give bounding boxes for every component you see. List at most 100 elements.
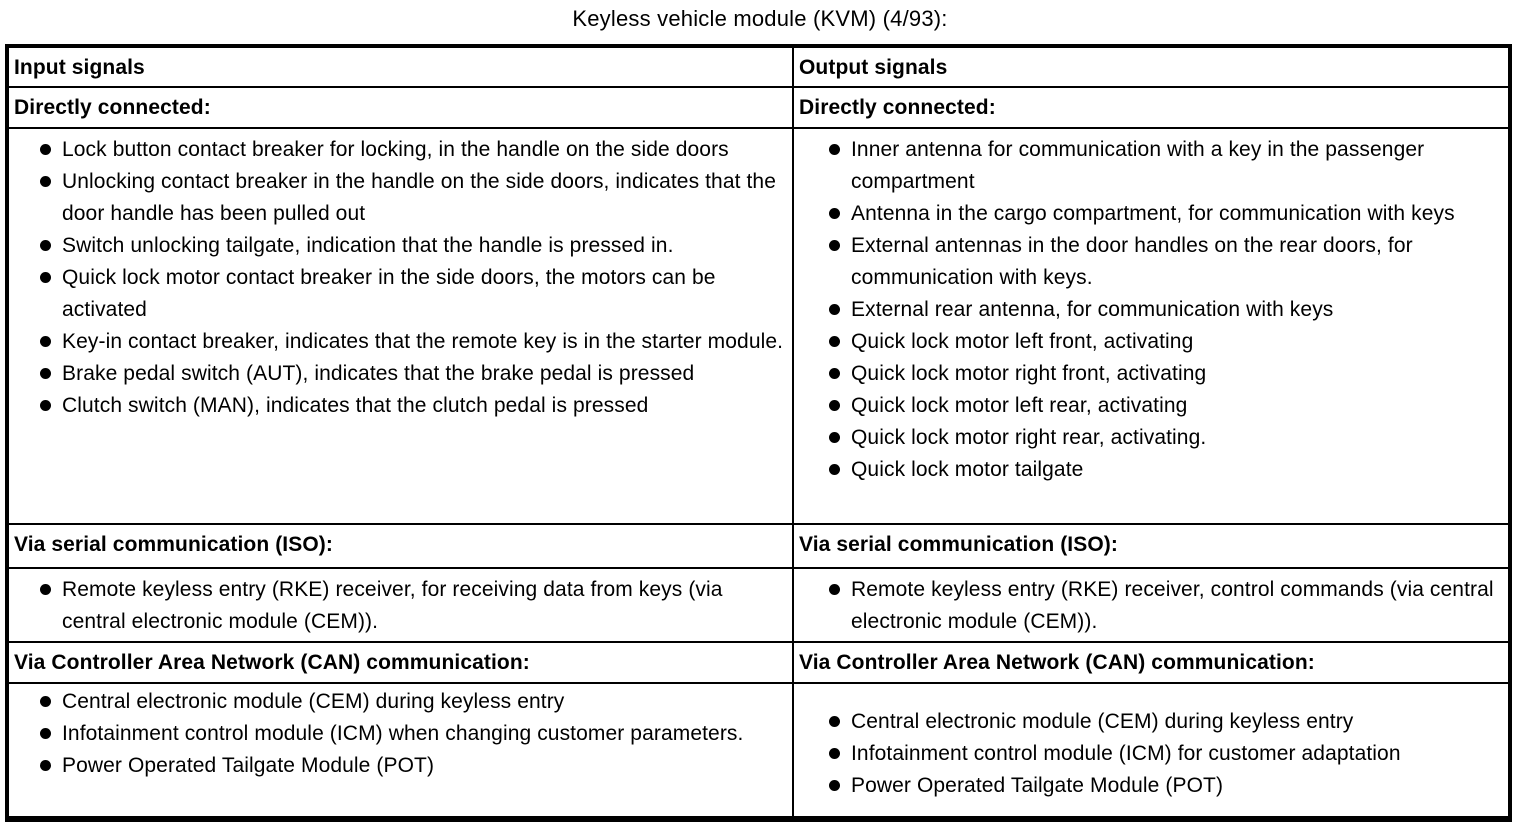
bullet-icon	[40, 144, 51, 155]
input-can-heading-cell: Via Controller Area Network (CAN) commun…	[9, 643, 794, 684]
input-signals-header-cell: Input signals	[9, 48, 794, 88]
list-item-text: Power Operated Tailgate Module (POT)	[62, 754, 435, 777]
list-item-text: Quick lock motor left rear, activating	[851, 394, 1188, 417]
list-item-text: Clutch switch (MAN), indicates that the …	[62, 394, 649, 417]
input-can-items-cell: Central electronic module (CEM) during k…	[9, 684, 794, 816]
bullet-icon	[829, 716, 840, 727]
list-item: Unlocking contact breaker in the handle …	[40, 166, 788, 230]
signals-table: Input signals Output signals Directly co…	[5, 44, 1512, 822]
list-item: Remote keyless entry (RKE) receiver, con…	[829, 574, 1506, 638]
list-item-text: Brake pedal switch (AUT), indicates that…	[62, 362, 695, 385]
output-signals-header-cell: Output signals	[794, 48, 1508, 88]
bullet-icon	[40, 336, 51, 347]
list-item-text: Inner antenna for communication with a k…	[851, 138, 1425, 193]
output-iso-items-cell: Remote keyless entry (RKE) receiver, con…	[794, 569, 1508, 643]
output-directly-connected-items-cell: Inner antenna for communication with a k…	[794, 129, 1508, 525]
list-item: Infotainment control module (ICM) for cu…	[829, 738, 1506, 770]
output-can-list: Central electronic module (CEM) during k…	[794, 684, 1508, 802]
list-item-text: Quick lock motor right rear, activating.	[851, 426, 1207, 449]
output-directly-connected-list: Inner antenna for communication with a k…	[794, 129, 1508, 486]
bullet-icon	[40, 176, 51, 187]
list-item-text: Central electronic module (CEM) during k…	[851, 710, 1354, 733]
bullet-icon	[829, 464, 840, 475]
bullet-icon	[829, 208, 840, 219]
list-item: Lock button contact breaker for locking,…	[40, 134, 788, 166]
bullet-icon	[829, 304, 840, 315]
list-item: External rear antenna, for communication…	[829, 294, 1506, 326]
list-item-text: Central electronic module (CEM) during k…	[62, 690, 565, 713]
list-item: External antennas in the door handles on…	[829, 230, 1506, 294]
output-signals-header-label: Output signals	[799, 56, 948, 79]
list-item-text: Key-in contact breaker, indicates that t…	[62, 330, 784, 353]
input-iso-heading: Via serial communication (ISO):	[14, 533, 333, 556]
output-iso-heading-cell: Via serial communication (ISO):	[794, 525, 1508, 569]
input-signals-header-label: Input signals	[14, 56, 145, 79]
list-item: Inner antenna for communication with a k…	[829, 134, 1506, 198]
list-item: Quick lock motor right front, activating	[829, 358, 1506, 390]
list-item: Remote keyless entry (RKE) receiver, for…	[40, 574, 788, 638]
bullet-icon	[829, 780, 840, 791]
list-item: Quick lock motor right rear, activating.	[829, 422, 1506, 454]
list-item-text: Remote keyless entry (RKE) receiver, con…	[851, 578, 1494, 633]
list-item: Quick lock motor contact breaker in the …	[40, 262, 788, 326]
output-directly-connected-heading: Directly connected:	[799, 96, 996, 119]
bullet-icon	[829, 584, 840, 595]
input-directly-connected-heading: Directly connected:	[14, 96, 211, 119]
list-item-text: External antennas in the door handles on…	[851, 234, 1413, 289]
input-directly-connected-heading-cell: Directly connected:	[9, 88, 794, 129]
list-item-text: Remote keyless entry (RKE) receiver, for…	[62, 578, 723, 633]
output-can-heading: Via Controller Area Network (CAN) commun…	[799, 651, 1315, 674]
input-iso-heading-cell: Via serial communication (ISO):	[9, 525, 794, 569]
input-directly-connected-items-cell: Lock button contact breaker for locking,…	[9, 129, 794, 525]
list-item-text: Power Operated Tailgate Module (POT)	[851, 774, 1224, 797]
list-item-text: Quick lock motor right front, activating	[851, 362, 1207, 385]
bullet-icon	[40, 368, 51, 379]
list-item-text: Lock button contact breaker for locking,…	[62, 138, 729, 161]
list-item: Quick lock motor left front, activating	[829, 326, 1506, 358]
bullet-icon	[829, 240, 840, 251]
bullet-icon	[829, 336, 840, 347]
list-item: Quick lock motor tailgate	[829, 454, 1506, 486]
input-can-heading: Via Controller Area Network (CAN) commun…	[14, 651, 530, 674]
bullet-icon	[829, 432, 840, 443]
list-item: Brake pedal switch (AUT), indicates that…	[40, 358, 788, 390]
output-can-heading-cell: Via Controller Area Network (CAN) commun…	[794, 643, 1508, 684]
input-directly-connected-list: Lock button contact breaker for locking,…	[9, 129, 792, 422]
list-item: Central electronic module (CEM) during k…	[829, 706, 1506, 738]
list-item: Quick lock motor left rear, activating	[829, 390, 1506, 422]
bullet-icon	[829, 400, 840, 411]
page-title: Keyless vehicle module (KVM) (4/93):	[572, 6, 948, 31]
list-item-text: Infotainment control module (ICM) when c…	[62, 722, 744, 745]
list-item: Switch unlocking tailgate, indication th…	[40, 230, 788, 262]
input-can-list: Central electronic module (CEM) during k…	[9, 684, 792, 782]
list-item-text: Unlocking contact breaker in the handle …	[62, 170, 776, 225]
list-item: Clutch switch (MAN), indicates that the …	[40, 390, 788, 422]
output-iso-list: Remote keyless entry (RKE) receiver, con…	[794, 569, 1508, 638]
list-item-text: Quick lock motor tailgate	[851, 458, 1084, 481]
bullet-icon	[40, 696, 51, 707]
input-iso-list: Remote keyless entry (RKE) receiver, for…	[9, 569, 792, 638]
bullet-icon	[829, 368, 840, 379]
list-item: Power Operated Tailgate Module (POT)	[829, 770, 1506, 802]
bullet-icon	[40, 272, 51, 283]
output-can-items-cell: Central electronic module (CEM) during k…	[794, 684, 1508, 816]
list-item: Antenna in the cargo compartment, for co…	[829, 198, 1506, 230]
bullet-icon	[40, 400, 51, 411]
list-item: Infotainment control module (ICM) when c…	[40, 718, 788, 750]
list-item-text: Switch unlocking tailgate, indication th…	[62, 234, 674, 257]
bullet-icon	[829, 748, 840, 759]
output-iso-heading: Via serial communication (ISO):	[799, 533, 1118, 556]
bullet-icon	[40, 728, 51, 739]
list-item-text: Quick lock motor contact breaker in the …	[62, 266, 716, 321]
bullet-icon	[829, 144, 840, 155]
bullet-icon	[40, 760, 51, 771]
list-item: Key-in contact breaker, indicates that t…	[40, 326, 788, 358]
bullet-icon	[40, 584, 51, 595]
list-item: Power Operated Tailgate Module (POT)	[40, 750, 788, 782]
list-item-text: Antenna in the cargo compartment, for co…	[851, 202, 1455, 225]
list-item-text: Quick lock motor left front, activating	[851, 330, 1194, 353]
list-item-text: External rear antenna, for communication…	[851, 298, 1334, 321]
list-item-text: Infotainment control module (ICM) for cu…	[851, 742, 1401, 765]
input-iso-items-cell: Remote keyless entry (RKE) receiver, for…	[9, 569, 794, 643]
output-directly-connected-heading-cell: Directly connected:	[794, 88, 1508, 129]
